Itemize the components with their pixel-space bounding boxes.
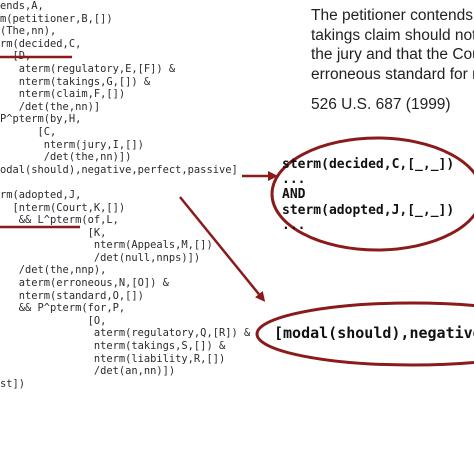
code-line-text: [O, — [0, 314, 107, 327]
code-line: /det(an,nn)]) — [0, 365, 250, 378]
code-line: m(petitioner,B,[]) — [0, 13, 250, 26]
code-line: && P^pterm(for,P, — [0, 302, 250, 315]
code-line-text: aterm(regulatory,Q,[R]) & — [0, 327, 251, 340]
code-line: (The,nn), — [0, 25, 250, 38]
code-line-text: nterm(jury,I,[]) — [0, 138, 144, 151]
prose-line: the jury and that the Court of Appeals a — [311, 46, 474, 63]
code-line: nterm(liability,R,[]) — [0, 353, 250, 366]
code-line: ends,A, — [0, 0, 250, 13]
code-line-text: /det(the,nnp), — [0, 264, 107, 277]
code-line-text: nterm(Appeals,M,[]) — [0, 239, 213, 252]
code-line: [D, — [0, 50, 250, 63]
code-line-text: P^pterm(by,H, — [0, 113, 82, 126]
code-line: /det(the,nn)]) — [0, 151, 250, 164]
code-line: /det(null,nnps)]) — [0, 252, 250, 265]
code-line: /det(the,nn)] — [0, 101, 250, 114]
conjunction-line: AND — [282, 187, 306, 203]
logical-form-code: ends,A,m(petitioner,B,[])(The,nn),rm(dec… — [0, 0, 250, 390]
code-line: rm(adopted,J, — [0, 189, 250, 202]
code-line: [K, — [0, 227, 250, 240]
code-line-text: nterm(takings,G,[]) & — [0, 75, 151, 88]
code-line: nterm(claim,F,[]) — [0, 88, 250, 101]
code-line: nterm(Appeals,M,[]) — [0, 239, 250, 252]
code-line-text: [C, — [0, 125, 57, 138]
code-line-text: st]) — [0, 377, 26, 390]
code-line-text: && P^pterm(for,P, — [0, 302, 126, 315]
code-line: nterm(jury,I,[]) — [0, 139, 250, 152]
prose-line: erroneous standard for regulatory takin — [311, 65, 474, 83]
code-line-text: nterm(standard,O,[]) — [0, 289, 144, 302]
code-line: nterm(standard,O,[]) — [0, 290, 250, 303]
code-line-text: /det(the,nn)] — [0, 100, 101, 113]
conjunction-line: sterm(decided,C,[_,_]) — [282, 157, 455, 172]
code-line-text: nterm(takings,S,[]) & — [0, 340, 226, 353]
code-line-text: m(petitioner,B,[]) — [0, 12, 113, 25]
code-line: rm(decided,C, — [0, 38, 250, 51]
code-line-text: /det(an,nn)]) — [0, 365, 176, 378]
source-sentence: The petitioner contends that the regulat… — [311, 6, 474, 84]
conjunction-line: sterm(adopted,J,[_,_]) — [282, 202, 455, 218]
code-line: nterm(takings,S,[]) & — [0, 340, 250, 353]
code-line — [0, 176, 250, 189]
code-line-text: nterm(liability,R,[]) — [0, 352, 226, 365]
code-line-text: && L^pterm(of,L, — [0, 214, 119, 227]
code-line: [O, — [0, 315, 250, 328]
code-line-text: rm(decided,C, — [0, 37, 82, 50]
code-line-text: [nterm(Court,K,[]) — [0, 201, 126, 214]
code-line: aterm(regulatory,Q,[R]) & — [0, 327, 250, 340]
modal-features: [modal(should),negative,perfect,pa — [274, 324, 474, 342]
prose-line: The petitioner contends that the regulat — [311, 7, 474, 24]
code-line: odal(should),negative,perfect,passive] — [0, 164, 250, 177]
code-line-text: nterm(claim,F,[]) — [0, 88, 126, 101]
code-line-text: aterm(erroneous,N,[O]) & — [0, 277, 169, 290]
code-line: && L^pterm(of,L, — [0, 214, 250, 227]
code-line: /det(the,nnp), — [0, 264, 250, 277]
code-line-text: odal(should),negative,perfect,passive] — [0, 163, 238, 176]
code-line-text: ends,A, — [0, 0, 44, 12]
conjunction-line: ... — [282, 172, 306, 188]
code-line-text: [K, — [0, 226, 107, 239]
prose-line: takings claim should not have been deci — [311, 26, 474, 44]
code-line-text: [D, — [0, 50, 32, 63]
code-line-text: aterm(regulatory,E,[F]) & — [0, 62, 176, 75]
code-line: aterm(erroneous,N,[O]) & — [0, 277, 250, 290]
case-citation: 526 U.S. 687 (1999) — [311, 96, 451, 113]
code-line: [nterm(Court,K,[]) — [0, 202, 250, 215]
code-line-text: (The,nn), — [0, 25, 57, 38]
code-line-text: rm(adopted,J, — [0, 188, 82, 201]
code-line: nterm(takings,G,[]) & — [0, 76, 250, 89]
code-line-text: /det(null,nnps)]) — [0, 251, 201, 264]
code-line: st]) — [0, 378, 250, 391]
code-line: P^pterm(by,H, — [0, 113, 250, 126]
code-line: [C, — [0, 126, 250, 139]
code-line-text: /det(the,nn)]) — [0, 151, 132, 164]
conjunction-line: ... — [282, 217, 306, 233]
code-line: aterm(regulatory,E,[F]) & — [0, 63, 250, 76]
